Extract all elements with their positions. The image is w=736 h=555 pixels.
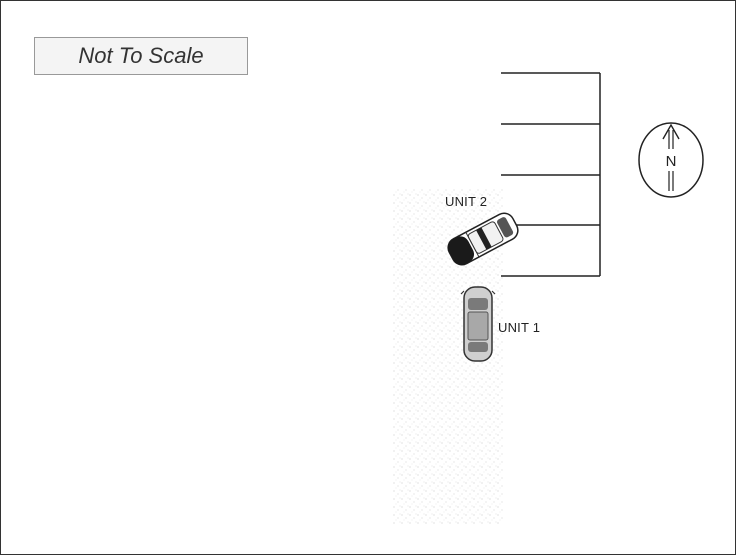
unit1-label: UNIT 1 — [498, 320, 541, 335]
north-arrow-icon: N — [638, 122, 704, 198]
unit2-label: UNIT 2 — [445, 194, 488, 209]
north-label: N — [666, 153, 677, 170]
parking-stalls — [501, 72, 601, 277]
unit2-vehicle — [447, 212, 519, 266]
not-to-scale-note: Not To Scale — [34, 37, 248, 75]
unit1-vehicle — [460, 286, 496, 362]
